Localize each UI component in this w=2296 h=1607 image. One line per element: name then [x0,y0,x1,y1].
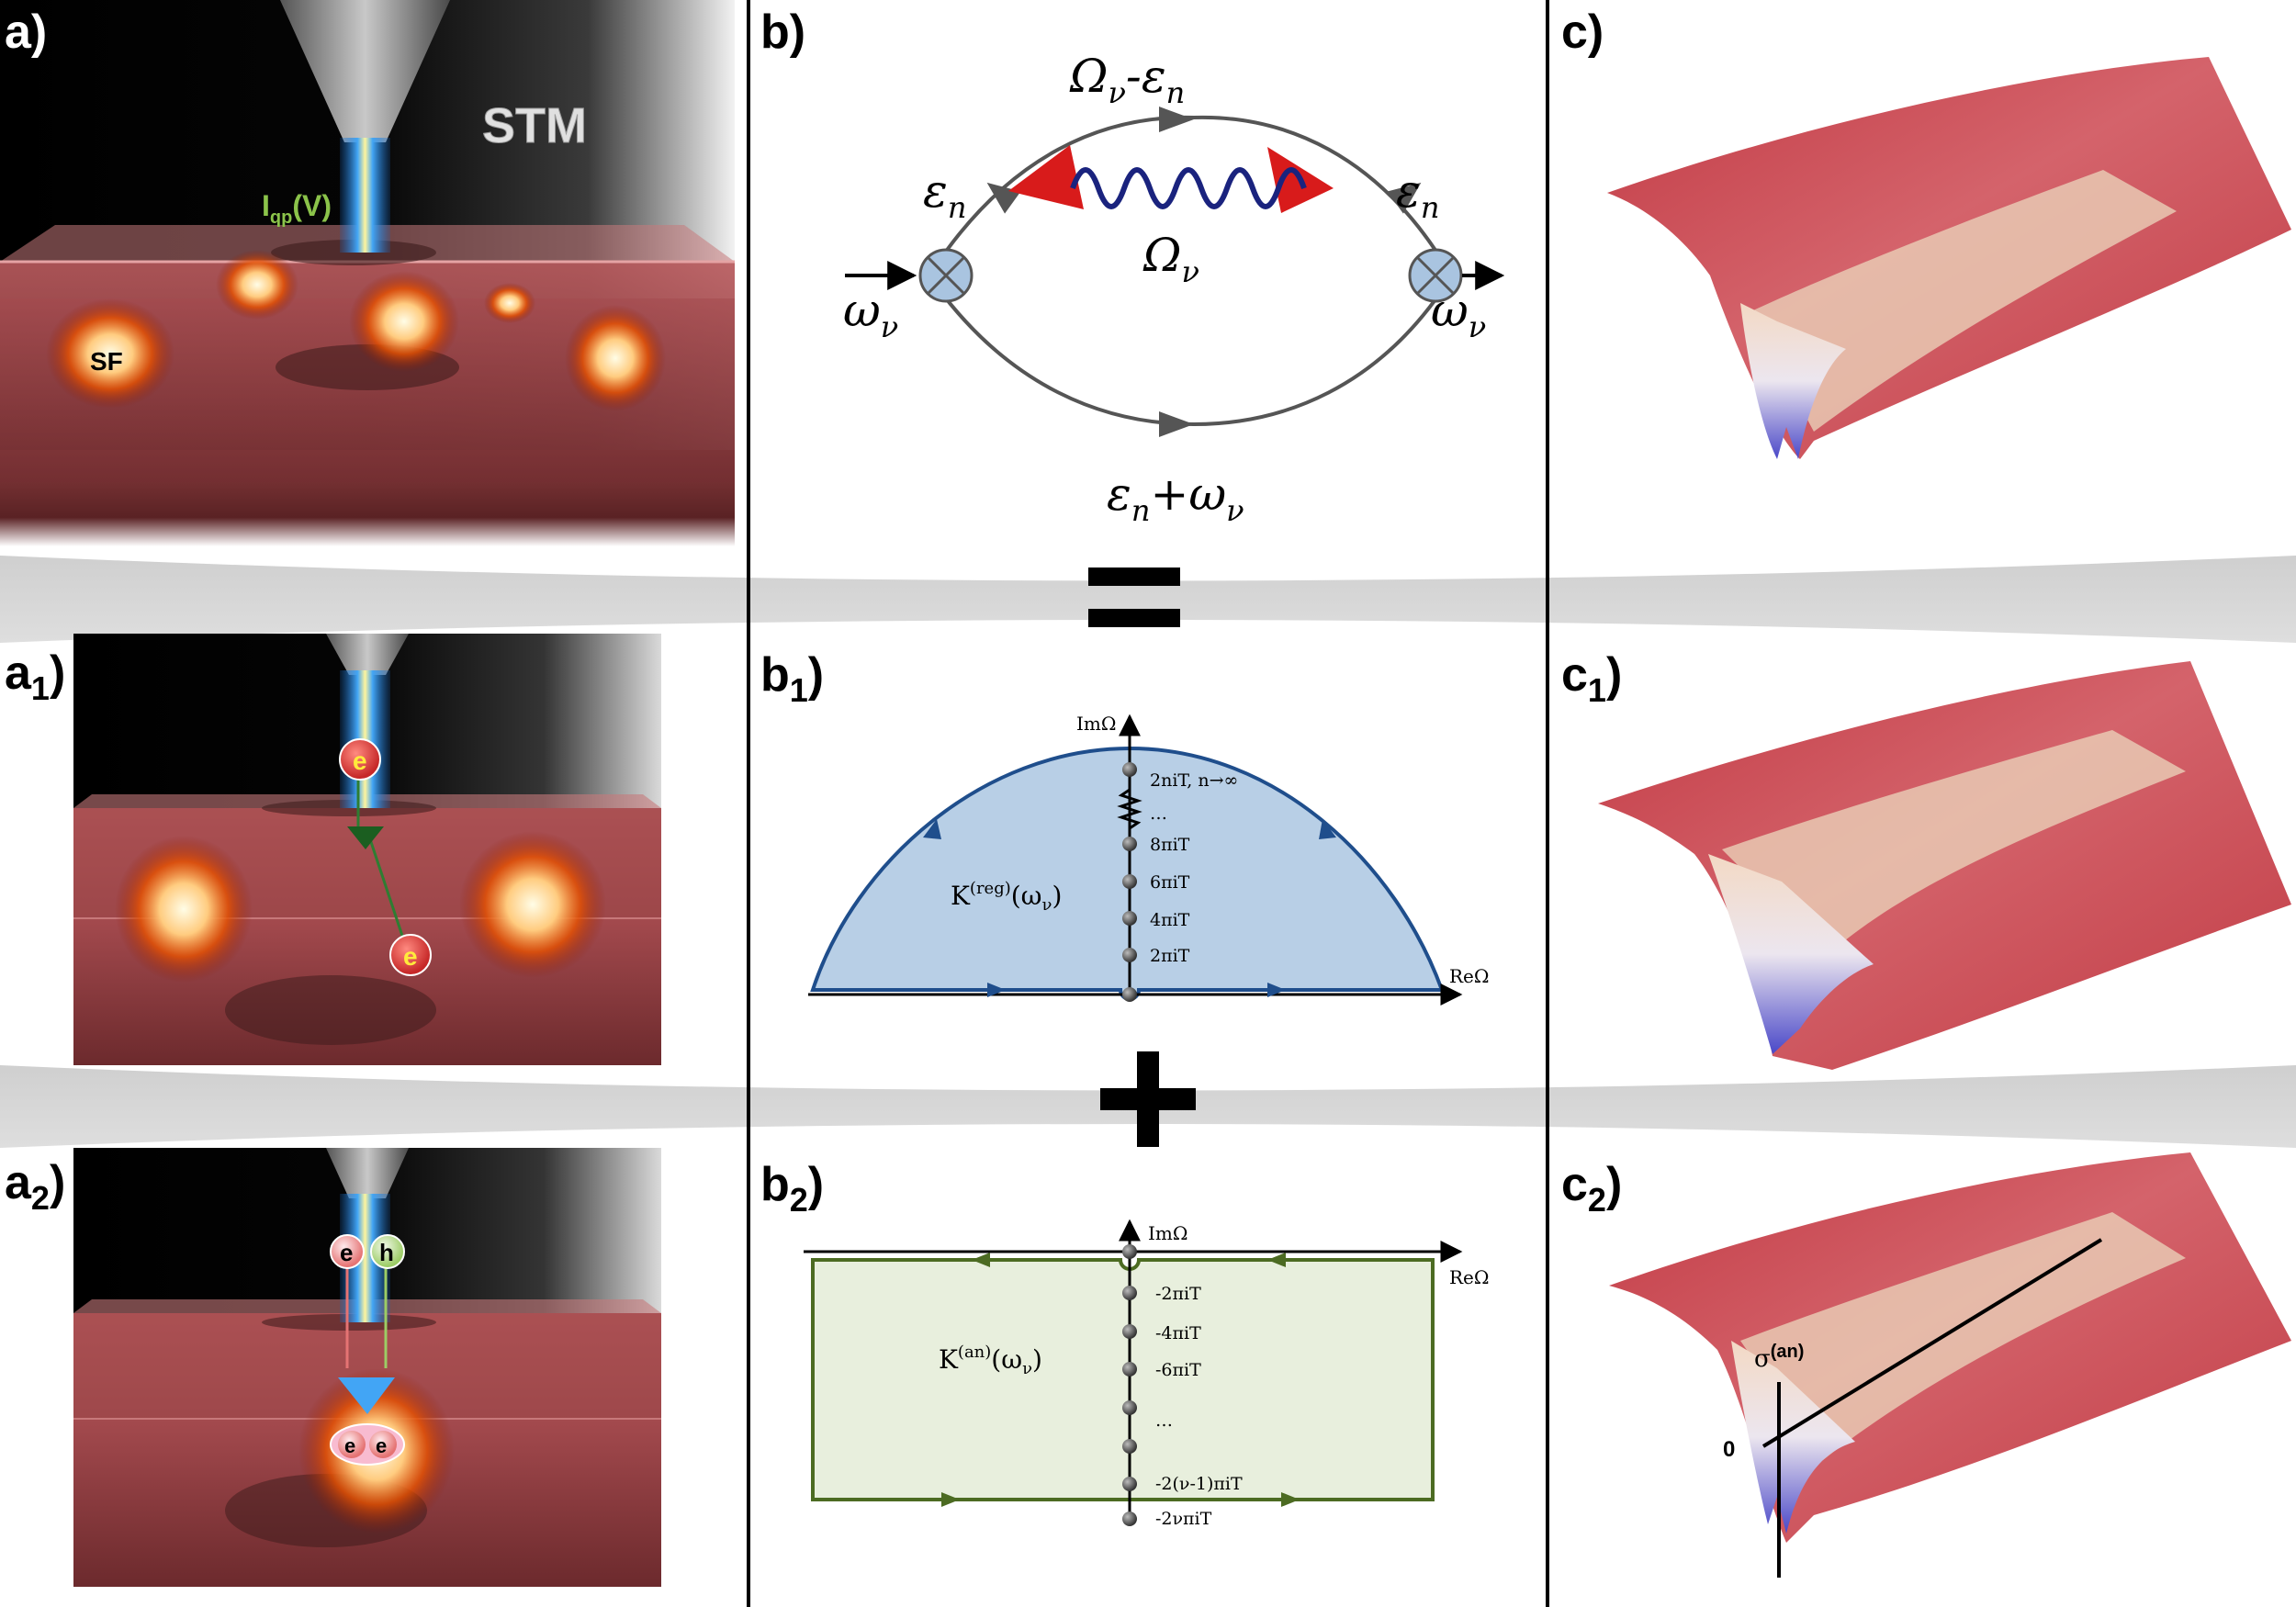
pole-label: -6πiT [1155,1360,1201,1380]
panel-a2: e h e e a2) [5,1148,661,1587]
vertex-left [918,248,974,303]
tunneling-beam [340,138,390,253]
pole-label: 8πiT [1150,835,1190,855]
vertex-right [1408,248,1463,303]
electron-label: e [344,1434,355,1457]
panel-c2: c2) σ(an) 0 [1561,1152,2291,1578]
panel-label-a: a) [5,6,47,59]
panel-label-c: c) [1561,6,1604,59]
equals-icon [1088,568,1180,627]
panel-label-b: b) [760,6,805,59]
panel-label-a1: a1) [5,646,65,707]
pole-label: 2πiT [1150,946,1190,966]
electron-label: e [353,747,367,775]
electron-label: e [376,1434,387,1457]
panel-c: c) [1561,6,2291,459]
axis-label-im: ImΩ [1148,1222,1187,1244]
kernel-label: K(an)(ων) [939,1343,1042,1378]
panel-label-a2: a2) [5,1156,65,1217]
pole-dot [1122,874,1137,889]
pole-dot [1122,987,1137,1002]
electron-icon [330,1234,365,1269]
pole-dot [1122,1511,1137,1526]
pole-label: … [1155,1410,1173,1431]
kernel-label: K(reg)(ων) [951,879,1062,915]
spin-fluctuation-glow [459,831,606,978]
sf-label: SF [90,347,123,376]
label-eps-left: εn [923,164,966,225]
vertex-triangle [1008,145,1084,209]
electron-icon [389,934,432,976]
pole-dot [1122,1439,1137,1454]
panel-label-c1: c1) [1561,648,1622,709]
axis-zero-line [1761,1238,2103,1448]
pole-dot [1122,1477,1137,1491]
pole-dot [1122,1400,1137,1415]
pole-dot [1122,1286,1137,1300]
sigma-label: σ(an) [1754,1342,1804,1373]
pole-dot [1122,837,1137,851]
propagator-lower [935,285,1446,427]
boson-propagator [1070,167,1307,209]
pole-dot [1122,1324,1137,1339]
panel-a1: e e a1) [5,634,661,1065]
zero-label: 0 [1723,1437,1735,1462]
pole-label: -4πiT [1155,1323,1201,1343]
contour-b2 [811,1258,1435,1501]
pole-dot [1122,1362,1137,1377]
pole-dot [1122,1244,1137,1259]
label-eps-right: εn [1396,164,1439,225]
pole-label: 4πiT [1150,910,1190,930]
pole-label: -2πiT [1155,1284,1201,1304]
pole-label: 6πiT [1150,872,1190,893]
label-w-out: ων [1431,284,1486,344]
panel-b: b) Ων-εn εn εn Ων ων ων εn+ων [760,6,1505,528]
spin-fluctuation-glow [349,271,459,372]
pole-label: … [1150,804,1167,824]
hole-label: h [379,1239,394,1266]
pole-dot [1122,911,1137,926]
pole-dot [1122,762,1137,777]
propagator-upper [935,115,1446,266]
axis-label-re: ReΩ [1449,1266,1489,1288]
spin-fluctuation-glow [115,836,253,983]
spin-fluctuation-glow [565,305,666,411]
pole-list: 2niT, n→∞ … 8πiT 6πiT 4πiT 2πiT [1122,762,1238,1002]
label-omega-minus-eps: Ων-εn [1069,50,1185,110]
label-omega-boson: Ων [1142,229,1199,289]
plus-icon [1100,1051,1196,1147]
electron-label: e [340,1239,353,1266]
electron-label: e [403,942,418,971]
pole-label: -2νπiT [1155,1509,1212,1529]
stm-tip-icon [280,0,450,142]
pole-dot [1122,948,1137,962]
electron-icon [339,738,381,781]
label-eps-plus-w: εn+ων [1107,467,1244,528]
panel-c1: c1) [1561,648,2291,1070]
label-w-in: ων [843,284,898,344]
panel-b2: b2) -2πiT -4πiT -6πiT … -2(ν-1)πiT -2νπiT ImΩ… [760,1158,1489,1529]
panel-label-b2: b2) [760,1158,824,1219]
axis-label-im: ImΩ [1076,713,1116,735]
pole-label: 2niT, n→∞ [1150,770,1238,791]
pole-list: -2πiT -4πiT -6πiT … -2(ν-1)πiT -2νπiT [1122,1244,1243,1529]
spin-fluctuation-glow [46,298,174,409]
hole-icon [370,1234,405,1269]
spin-fluctuation-glow [216,250,298,320]
iqp-label: Iqp(V) [262,189,332,228]
panel-b1: b1) 2niT, n→∞ … 8πiT 6πiT 4πiT 2πiT ImΩ ReΩ K… [760,648,1489,1006]
separator-band-top [0,556,2296,643]
panel-label-c2: c2) [1561,1158,1622,1219]
pole-label: -2(ν-1)πiT [1155,1474,1243,1494]
panel-label-b1: b1) [760,648,824,709]
stm-label: STM [482,98,587,153]
panel-a: STM Iqp(V) SF a) [0,0,735,546]
axis-label-re: ReΩ [1449,965,1489,987]
spin-fluctuation-glow [484,283,535,323]
